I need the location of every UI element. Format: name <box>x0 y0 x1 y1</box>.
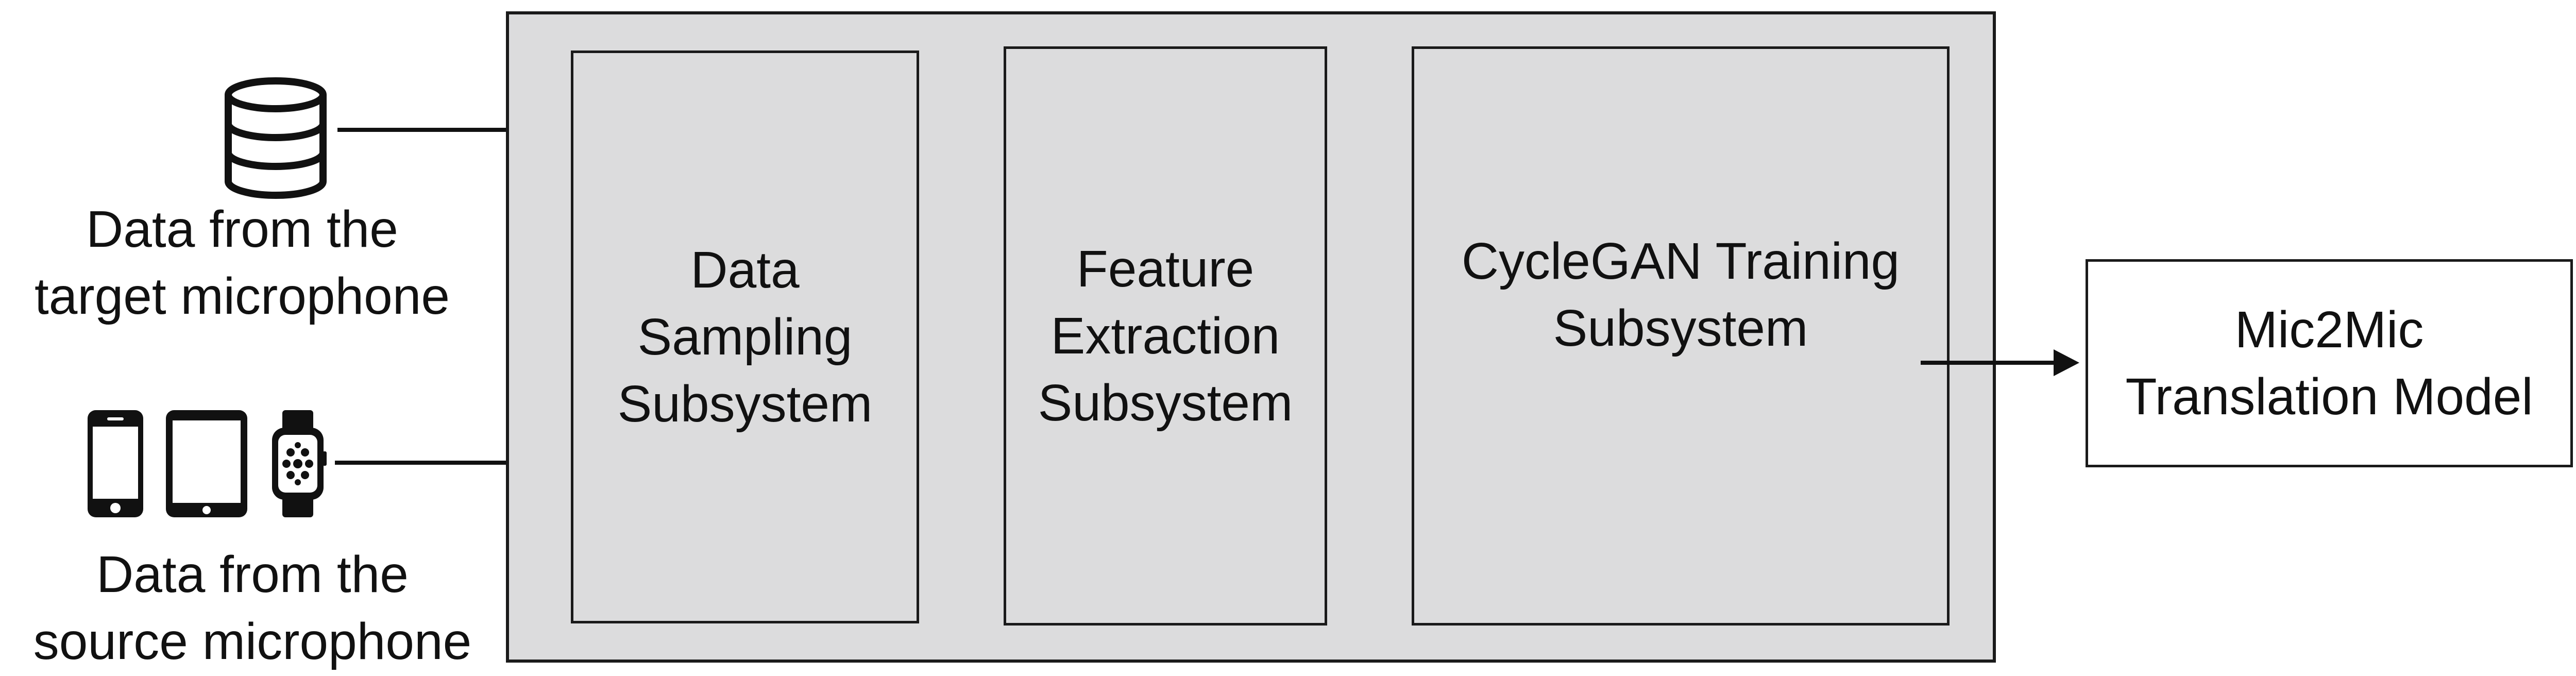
source-data-label: Data from the source microphone <box>33 546 472 670</box>
training-to-model-arrow <box>1921 349 2080 376</box>
cyclegan-training-subsystem-box: CycleGAN Training Subsystem <box>1412 46 1950 626</box>
smartphone-icon <box>88 410 143 517</box>
data-sampling-subsystem-label: Data Sampling Subsystem <box>617 241 873 433</box>
target-data-label: Data from the target microphone <box>34 200 450 325</box>
mic2mic-translation-model-box: Mic2Mic Translation Model <box>2086 259 2573 467</box>
smartwatch-icon <box>268 410 328 517</box>
cyclegan-training-subsystem-label: CycleGAN Training Subsystem <box>1461 232 1900 357</box>
data-sampling-subsystem-box: Data Sampling Subsystem <box>571 50 919 623</box>
feature-extraction-subsystem-label: Feature Extraction Subsystem <box>1038 240 1293 432</box>
database-icon <box>223 77 329 199</box>
mic2mic-translation-model-label: Mic2Mic Translation Model <box>2125 301 2533 426</box>
feature-extraction-subsystem-box: Feature Extraction Subsystem <box>1004 46 1327 626</box>
tablet-icon <box>166 410 247 517</box>
